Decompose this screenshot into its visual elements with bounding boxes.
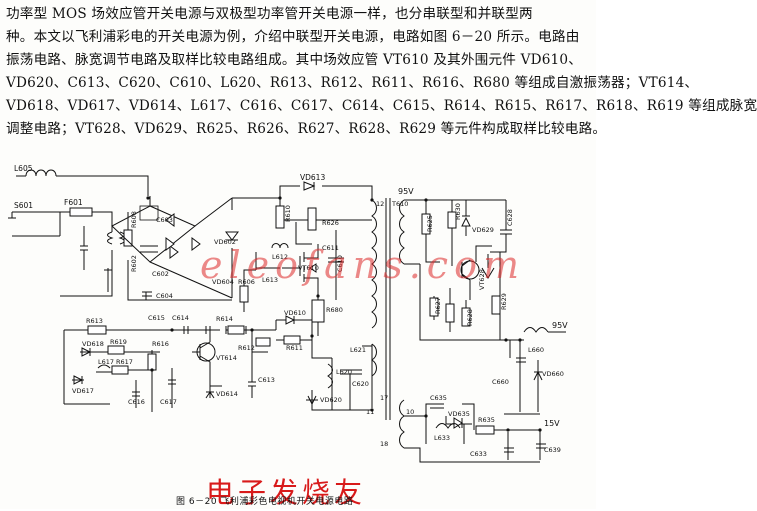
circuit-schematic: L605 S601 F601 R608 R602 C603 C602 C604 … <box>8 164 568 463</box>
label-L633: L633 <box>434 434 450 442</box>
label-pin18: 18 <box>380 440 388 448</box>
article-line: VD620、C613、C620、C610、L620、R613、R612、R611… <box>6 75 699 91</box>
label-R628: R628 <box>466 309 474 326</box>
site-stamp: 电子发烧友 <box>206 476 367 509</box>
label-C610: C610 <box>336 255 344 272</box>
label-C620: C620 <box>352 380 369 388</box>
label-R616: R616 <box>152 340 169 348</box>
label-L620: L620 <box>336 368 352 376</box>
label-R625: R625 <box>426 215 434 232</box>
label-R612: R612 <box>238 344 255 352</box>
label-T610: T610 <box>391 200 408 208</box>
label-R610: R610 <box>284 205 292 222</box>
figure-caption: 图 6－20 飞利浦彩色电视机开关电源电路 <box>176 497 354 507</box>
label-VD629: VD629 <box>472 226 494 234</box>
schematic-wires <box>8 169 566 463</box>
label-pin10: 10 <box>406 408 414 416</box>
label-VD604: VD604 <box>212 278 234 286</box>
label-VD660: VD660 <box>542 370 564 378</box>
label-R680: R680 <box>326 306 343 314</box>
label-pin12: 12 <box>376 200 384 208</box>
label-L660: L660 <box>528 346 544 354</box>
label-R629: R629 <box>500 293 508 310</box>
label-VT628: VT628 <box>478 269 486 290</box>
article-line: VD618、VD617、VD614、L617、C616、C617、C614、C6… <box>6 98 757 114</box>
label-C602: C602 <box>152 270 169 278</box>
label-VD614: VD614 <box>216 390 238 398</box>
label-C615: C615 <box>148 314 165 322</box>
label-C617: C617 <box>160 398 177 406</box>
label-VD635: VD635 <box>448 410 470 418</box>
page: 功率型 MOS 场效应管开关电源与双极型功率管开关电源一样，也分串联型和并联型两… <box>6 3 757 509</box>
label-15V: 15V <box>544 419 560 428</box>
label-VD602: VD602 <box>214 238 236 246</box>
label-C604: C604 <box>156 292 173 300</box>
label-C660: C660 <box>492 378 509 386</box>
schematic-labels: L605 S601 F601 R608 R602 C603 C602 C604 … <box>14 164 568 458</box>
schematic-junctions <box>146 196 542 432</box>
label-S601: S601 <box>14 201 33 210</box>
label-C635: C635 <box>430 394 447 402</box>
label-C613: C613 <box>258 376 275 384</box>
article-line: 功率型 MOS 场效应管开关电源与双极型功率管开关电源一样，也分串联型和并联型两 <box>6 6 533 22</box>
label-VD620: VD620 <box>320 396 342 404</box>
label-L613: L613 <box>262 276 278 284</box>
label-R617: R617 <box>116 358 133 366</box>
label-VD610: VD610 <box>284 309 306 317</box>
label-R635: R635 <box>478 416 495 424</box>
label-L621: L621 <box>350 346 366 354</box>
label-R619: R619 <box>110 338 127 346</box>
label-R613: R613 <box>86 317 103 325</box>
label-R608: R608 <box>130 211 138 228</box>
label-95V-top: 95V <box>398 187 414 196</box>
label-VT614: VT614 <box>216 354 237 362</box>
article-line: 调整电路；VT628、VD629、R625、R626、R627、R628、R62… <box>6 121 607 137</box>
label-C628: C628 <box>506 209 514 226</box>
label-VT610: VT610 <box>298 264 319 272</box>
label-C616: C616 <box>128 398 145 406</box>
label-R627: R627 <box>434 297 442 314</box>
label-R602: R602 <box>130 255 138 272</box>
label-L617: L617 <box>98 358 114 366</box>
label-VD618: VD618 <box>82 340 104 348</box>
article-line: 振荡电路、脉宽调节电路及取样比较电路组成。其中场效应管 VT610 及其外围元件… <box>6 52 583 68</box>
label-pin11: 11 <box>366 408 374 416</box>
label-R626: R626 <box>322 219 339 227</box>
label-C603: C603 <box>156 216 173 224</box>
label-VD617: VD617 <box>72 387 94 395</box>
label-R611: R611 <box>286 344 303 352</box>
article-paragraph: 功率型 MOS 场效应管开关电源与双极型功率管开关电源一样，也分串联型和并联型两… <box>6 3 757 141</box>
label-L605: L605 <box>14 164 33 173</box>
label-95V-right: 95V <box>552 321 568 330</box>
watermark: eleofans.com <box>200 243 525 287</box>
article-line: 种。本文以飞利浦彩电的开关电源为例，介绍中联型开关电源，电路如图 6－20 所示… <box>6 29 580 45</box>
label-C639: C639 <box>544 446 561 454</box>
label-VD613: VD613 <box>300 173 325 182</box>
label-R606: R606 <box>238 278 255 286</box>
label-R630: R630 <box>454 203 462 220</box>
label-C611: C611 <box>322 244 339 252</box>
label-C614: C614 <box>172 314 189 322</box>
label-F601: F601 <box>64 198 83 207</box>
label-R614: R614 <box>216 315 233 323</box>
label-C633: C633 <box>470 450 487 458</box>
label-pin17: 17 <box>380 394 388 402</box>
label-L612: L612 <box>272 253 288 261</box>
